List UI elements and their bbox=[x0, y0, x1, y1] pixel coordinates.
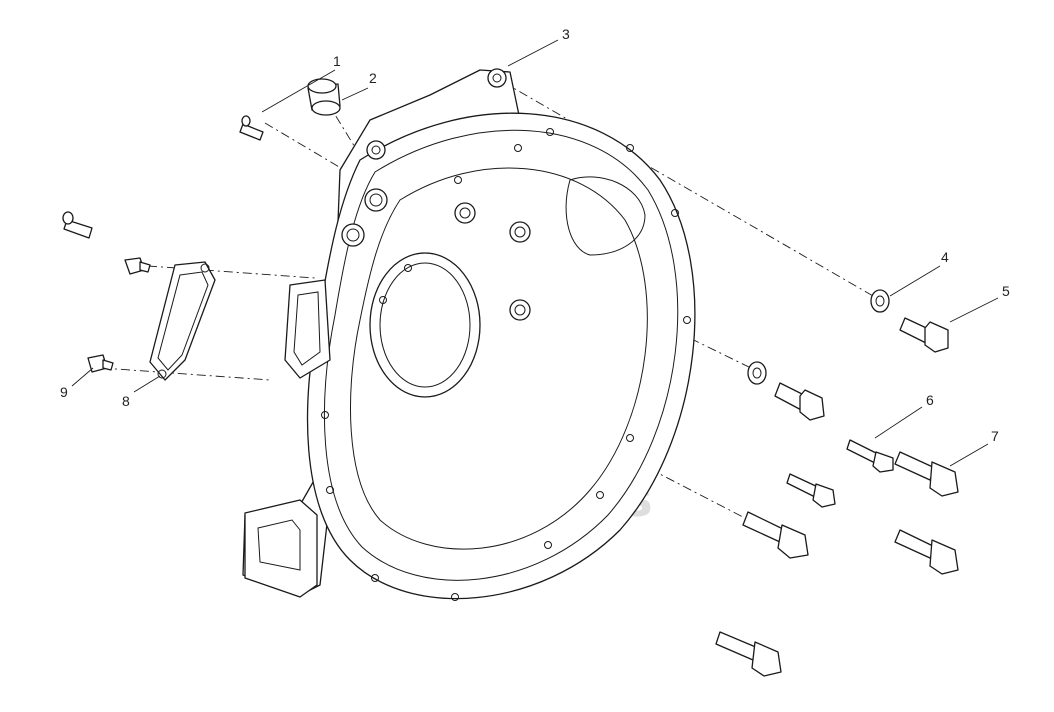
flange-bolt-d bbox=[715, 631, 782, 677]
flange-bolt-b bbox=[742, 511, 809, 559]
dowel-pin-lower bbox=[62, 211, 93, 239]
callout-6: 6 bbox=[926, 392, 934, 408]
cover-plate bbox=[149, 261, 216, 381]
callout-4: 4 bbox=[941, 249, 949, 265]
stud-bolt-b bbox=[786, 473, 836, 508]
callout-5: 5 bbox=[1002, 283, 1010, 299]
washer-upper bbox=[870, 289, 890, 313]
callout-8: 8 bbox=[122, 393, 130, 409]
leader-lines bbox=[71, 39, 999, 467]
washer-middle bbox=[747, 361, 767, 385]
dowel-pin-upper bbox=[239, 115, 264, 141]
screw-upper bbox=[124, 257, 151, 275]
callout-1: 1 bbox=[333, 53, 341, 69]
callout-2: 2 bbox=[369, 70, 377, 86]
callout-3: 3 bbox=[562, 26, 570, 42]
flange-bolt-c bbox=[894, 529, 959, 575]
flywheel-housing bbox=[242, 68, 696, 601]
hex-bolt-middle bbox=[774, 382, 825, 421]
plug bbox=[307, 78, 341, 116]
callout-7: 7 bbox=[991, 428, 999, 444]
flange-bolt-a bbox=[894, 451, 959, 497]
callout-9: 9 bbox=[60, 384, 68, 400]
stud-bolt-a bbox=[846, 439, 894, 473]
screw-lower bbox=[87, 354, 114, 373]
hex-bolt-upper bbox=[899, 317, 949, 353]
